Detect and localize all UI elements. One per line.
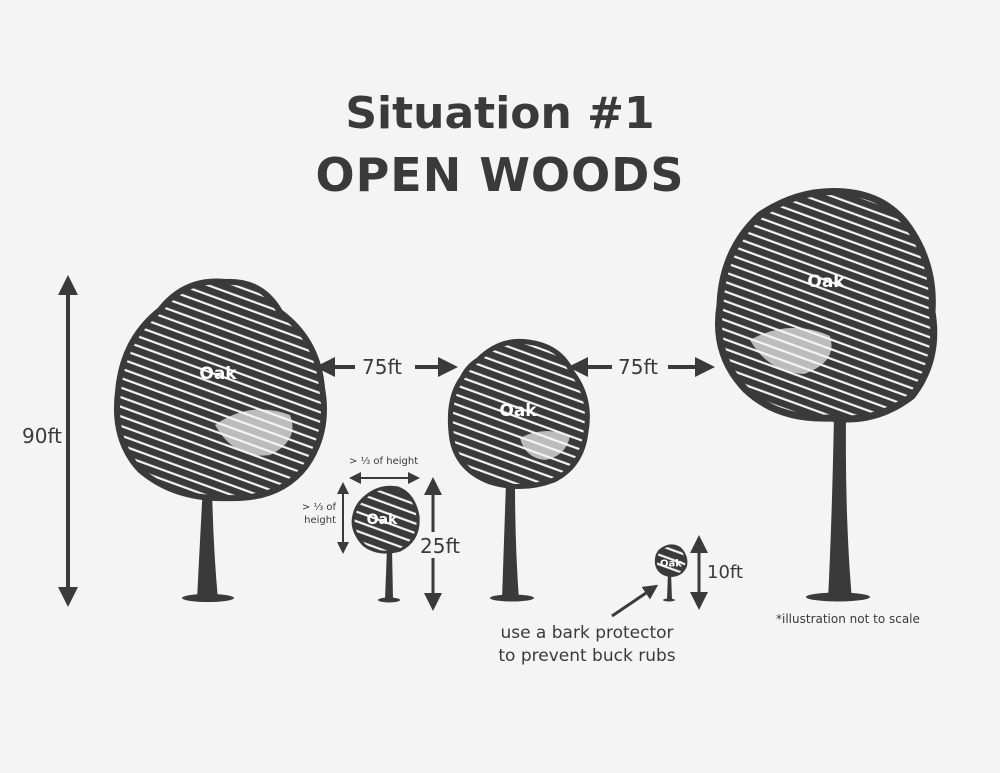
label-90ft: 90ft [22,424,62,448]
label-75ft-right: 75ft [618,355,658,379]
tree-seedling [654,544,688,602]
label-10ft: 10ft [707,562,743,583]
bark-protector-note-line-1: use a bark protector [500,623,674,643]
title-line-1: Situation #1 [345,88,655,139]
label-crown-height: > ⅓ of height [296,501,336,527]
bark-protector-note: use a bark protector to prevent buck rub… [492,622,682,668]
disclaimer-note: *illustration not to scale [776,612,920,626]
tree-large-right [714,188,938,602]
tree-label-sapling: Oak [366,512,398,528]
tree-label-large-left: Oak [199,364,237,384]
label-crown-height-line-2: height [304,515,336,526]
tree-large-left [113,278,327,602]
tree-medium-center [447,338,590,602]
label-crown-width: > ⅓ of height [349,456,419,467]
label-25ft: 25ft [420,534,460,558]
tree-sapling [351,485,420,603]
pointer-arrow-bark-protector [611,584,659,618]
tree-label-medium-center: Oak [499,401,537,421]
bark-protector-note-line-2: to prevent buck rubs [498,646,676,666]
label-crown-height-line-1: > ⅓ of [301,502,336,513]
tree-label-large-right: Oak [807,272,845,292]
label-75ft-left: 75ft [362,355,402,379]
tree-label-seedling: Oak [660,558,682,570]
title-line-2: OPEN WOODS [315,148,685,202]
